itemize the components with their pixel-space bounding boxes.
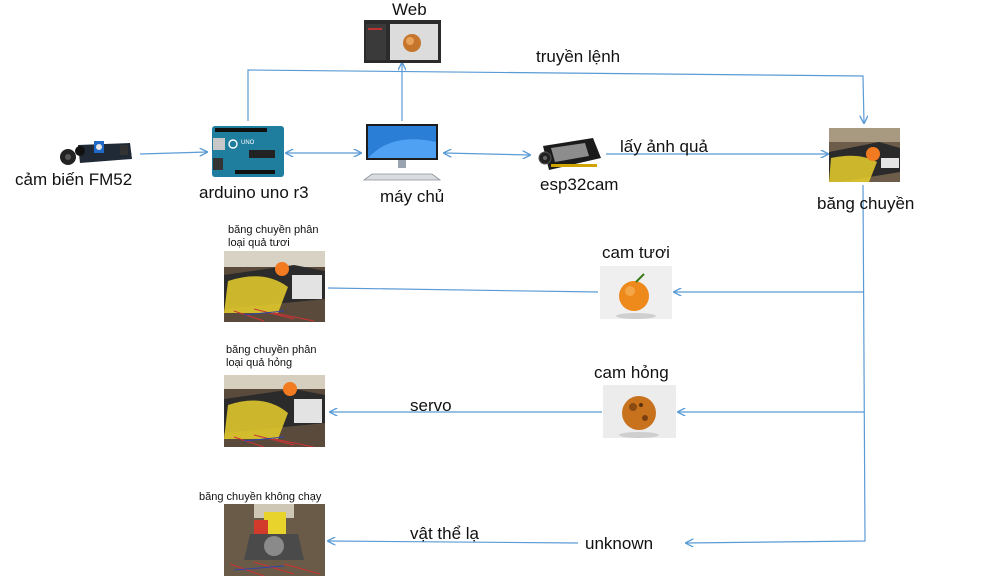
belt-fresh-photo [224, 251, 325, 322]
label-sensor: cảm biến FM52 [15, 170, 133, 189]
belt-rotten-photo [224, 375, 325, 447]
label-lay-anh: lấy ảnh quả [620, 137, 708, 156]
rotten-orange-photo [603, 385, 676, 438]
edge-server-esp32 [444, 153, 530, 155]
label-fresh: cam tươi [602, 243, 670, 262]
belt-stop-photo [224, 504, 325, 576]
label-server: máy chủ [380, 187, 445, 206]
esp32cam-board-icon [537, 134, 604, 174]
edge-conveyor-trunk [686, 184, 866, 543]
edge-sensor-arduino [139, 152, 207, 154]
computer-monitor-icon [362, 122, 443, 182]
ir-sensor-icon [58, 137, 133, 169]
edge-arduino-conveyor-command [247, 69, 864, 123]
label-esp32cam: esp32cam [540, 175, 619, 194]
label-belt-fresh: băng chuyền phân loại quả tươi [228, 224, 319, 249]
fresh-orange-photo [600, 266, 672, 319]
label-belt-stop: băng chuyền không chạy [199, 491, 322, 503]
label-belt-rotten: băng chuyền phân loại quả hỏng [226, 344, 317, 369]
label-conveyor: băng chuyền [817, 194, 915, 213]
edge-unknown-belt [328, 541, 579, 543]
label-rotten: cam hỏng [594, 363, 669, 382]
svg-text:UNO: UNO [241, 140, 255, 146]
arduino-board-icon: UNO [211, 124, 285, 179]
label-foreign: vật thể lạ [410, 524, 479, 543]
label-unknown: unknown [585, 534, 654, 553]
label-servo: servo [410, 396, 452, 415]
label-truyen-lenh: truyền lệnh [536, 47, 621, 66]
web-screenshot-icon [364, 20, 441, 63]
edge-fresh-belt [327, 287, 599, 293]
label-web: Web [392, 0, 427, 19]
conveyor-photo [829, 128, 900, 182]
label-arduino: arduino uno r3 [199, 183, 309, 202]
